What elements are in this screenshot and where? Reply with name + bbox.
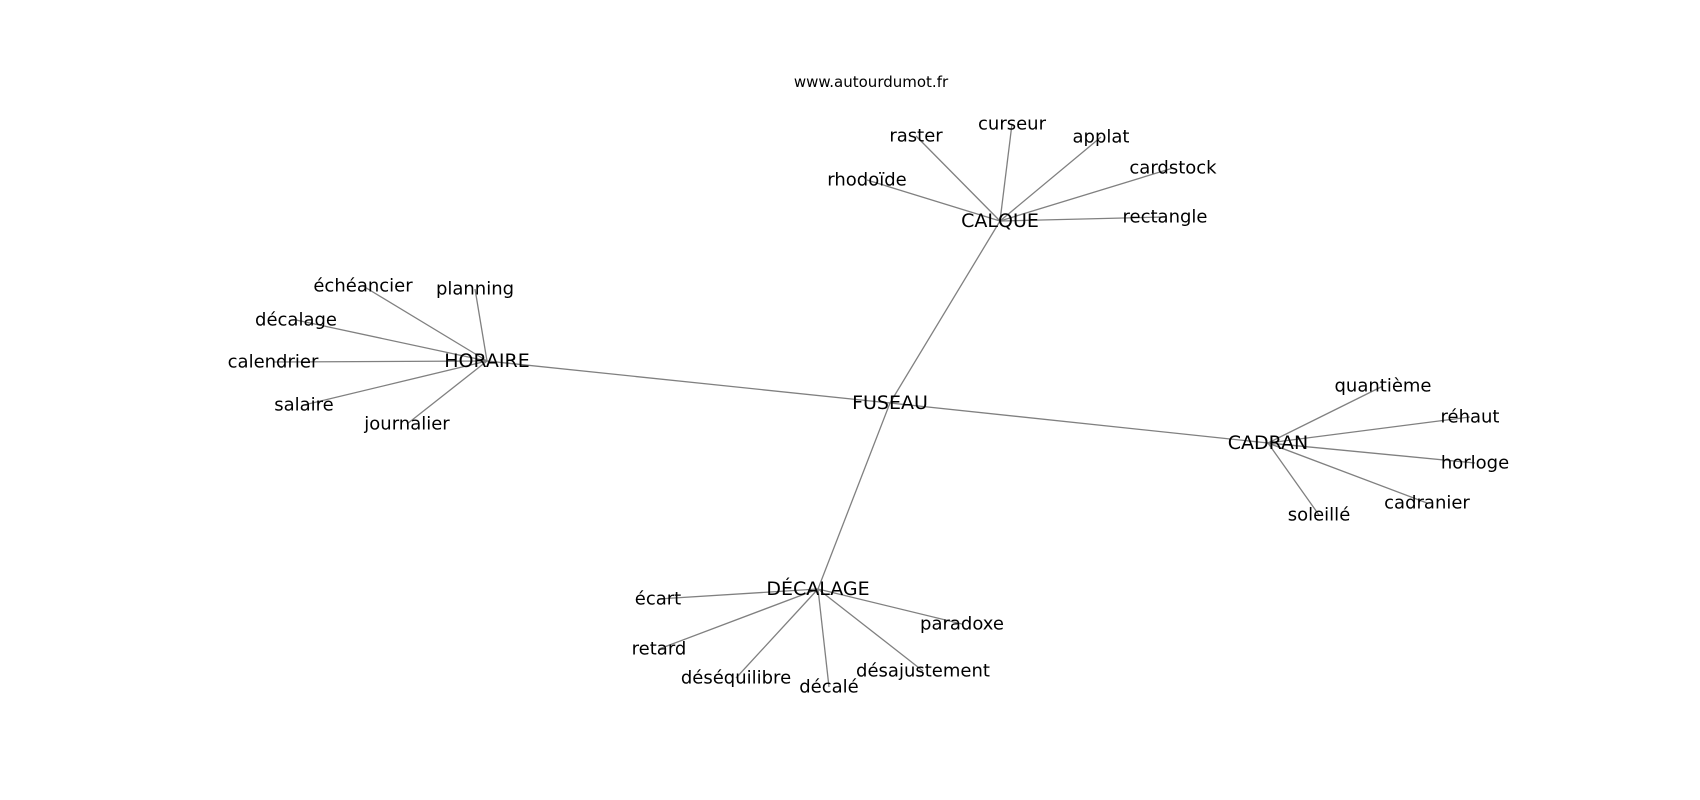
- edge-hub-to-leaf: [657, 588, 819, 600]
- edge-hub-to-leaf: [272, 360, 488, 363]
- hub-word: DÉCALAGE: [766, 577, 869, 600]
- edge-hub-to-leaf: [999, 167, 1174, 222]
- leaf-word: échéancier: [313, 276, 413, 297]
- leaf-word: écart: [635, 589, 681, 610]
- edge-hub-to-leaf: [295, 319, 488, 362]
- leaf-word: soleillé: [1288, 505, 1351, 526]
- edge-hub-to-leaf: [999, 123, 1013, 222]
- leaf-word: applat: [1073, 127, 1130, 148]
- edge-hub-to-leaf: [406, 360, 488, 425]
- leaf-word: journalier: [363, 414, 450, 435]
- edge-hub-to-leaf: [817, 588, 924, 672]
- edge-hub-to-leaf: [817, 588, 963, 625]
- edge-center-to-hub: [817, 402, 891, 590]
- edge-hub-to-leaf: [1267, 385, 1384, 444]
- hub-word: CALQUE: [961, 210, 1039, 232]
- edge-center-to-hub: [486, 360, 891, 404]
- leaf-word: horloge: [1441, 453, 1509, 474]
- leaf-word: réhaut: [1441, 407, 1500, 428]
- edge-hub-to-leaf: [474, 288, 488, 362]
- leaf-word: retard: [632, 639, 687, 660]
- leaf-word: planning: [436, 279, 514, 300]
- leaf-word: rectangle: [1123, 207, 1208, 228]
- leaf-word: désajustement: [856, 661, 990, 682]
- edge-hub-to-leaf: [735, 588, 819, 679]
- edge-hub-to-leaf: [303, 360, 488, 406]
- leaf-word: décalage: [255, 310, 337, 331]
- site-url: www.autourdumot.fr: [794, 73, 949, 91]
- leaf-word: déséquilibre: [681, 668, 791, 689]
- edge-hub-to-leaf: [362, 285, 488, 362]
- leaf-word: rhodoïde: [827, 170, 906, 191]
- edge-hub-to-leaf: [1267, 416, 1471, 444]
- edge-hub-to-leaf: [999, 136, 1102, 222]
- edge-hub-to-leaf: [915, 135, 1001, 222]
- leaf-word: cardstock: [1129, 158, 1217, 179]
- leaf-word: calendrier: [228, 352, 319, 373]
- edge-hub-to-leaf: [999, 216, 1166, 222]
- leaf-word: curseur: [978, 114, 1047, 135]
- labels: www.autourdumot.fr échéancier planning déc…: [228, 73, 1510, 698]
- leaf-word: salaire: [274, 395, 334, 416]
- leaf-word: cadranier: [1384, 493, 1470, 514]
- leaf-word: quantième: [1334, 376, 1431, 397]
- hub-word: CADRAN: [1228, 432, 1309, 454]
- edge-center-to-hub: [889, 402, 1269, 444]
- leaf-word: paradoxe: [920, 614, 1004, 635]
- edge-hub-to-leaf: [1267, 442, 1476, 464]
- edge-hub-to-leaf: [817, 588, 830, 688]
- leaf-word: décalé: [799, 677, 859, 698]
- edge-hub-to-leaf: [866, 179, 1001, 222]
- center-word: FUSEAU: [852, 392, 928, 414]
- edge-hub-to-leaf: [1267, 442, 1428, 504]
- edges: [272, 123, 1476, 688]
- edge-center-to-hub: [889, 220, 1001, 404]
- hub-word: HORAIRE: [444, 350, 529, 372]
- leaf-word: raster: [889, 126, 943, 147]
- edge-hub-to-leaf: [1267, 442, 1320, 516]
- edge-hub-to-leaf: [658, 588, 819, 650]
